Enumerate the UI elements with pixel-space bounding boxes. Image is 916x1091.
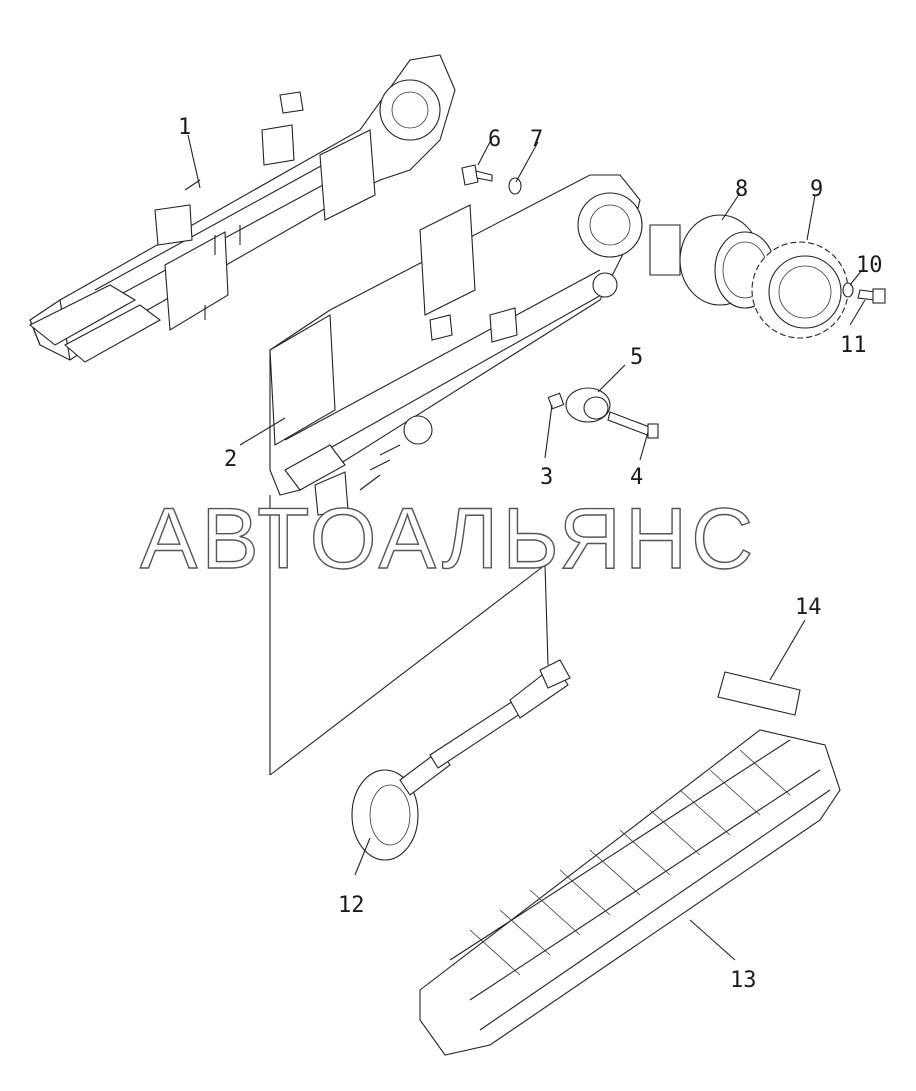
carrier-roller-assembly (547, 387, 659, 439)
callout-1: 1 (178, 115, 191, 140)
callout-4: 4 (630, 465, 643, 490)
track-frame-right (269, 174, 643, 516)
leader-lines (187, 134, 866, 961)
callout-6: 6 (488, 127, 501, 152)
callout-8: 8 (735, 177, 748, 202)
callout-13: 13 (730, 968, 757, 993)
idler-assembly (351, 659, 571, 861)
track-frame-left (28, 54, 456, 363)
bolt-washer-sprocket (842, 282, 886, 304)
plate-part (717, 671, 801, 716)
rubber-track (419, 729, 841, 1056)
callout-5: 5 (630, 345, 643, 370)
drive-sprocket (751, 241, 849, 339)
watermark-text: АВТОАЛЬЯНС (140, 491, 757, 587)
callout-2: 2 (224, 447, 237, 472)
callout-14: 14 (795, 595, 822, 620)
callout-3: 3 (540, 465, 553, 490)
callout-12: 12 (338, 893, 365, 918)
bolt-washer-upper (461, 164, 522, 195)
callout-labels: 1 2 3 4 5 6 7 8 9 10 11 12 13 14 (178, 115, 883, 993)
callout-7: 7 (530, 127, 543, 152)
callout-11: 11 (840, 333, 867, 358)
callout-9: 9 (810, 177, 823, 202)
travel-motor (649, 214, 776, 309)
callout-10: 10 (856, 253, 883, 278)
